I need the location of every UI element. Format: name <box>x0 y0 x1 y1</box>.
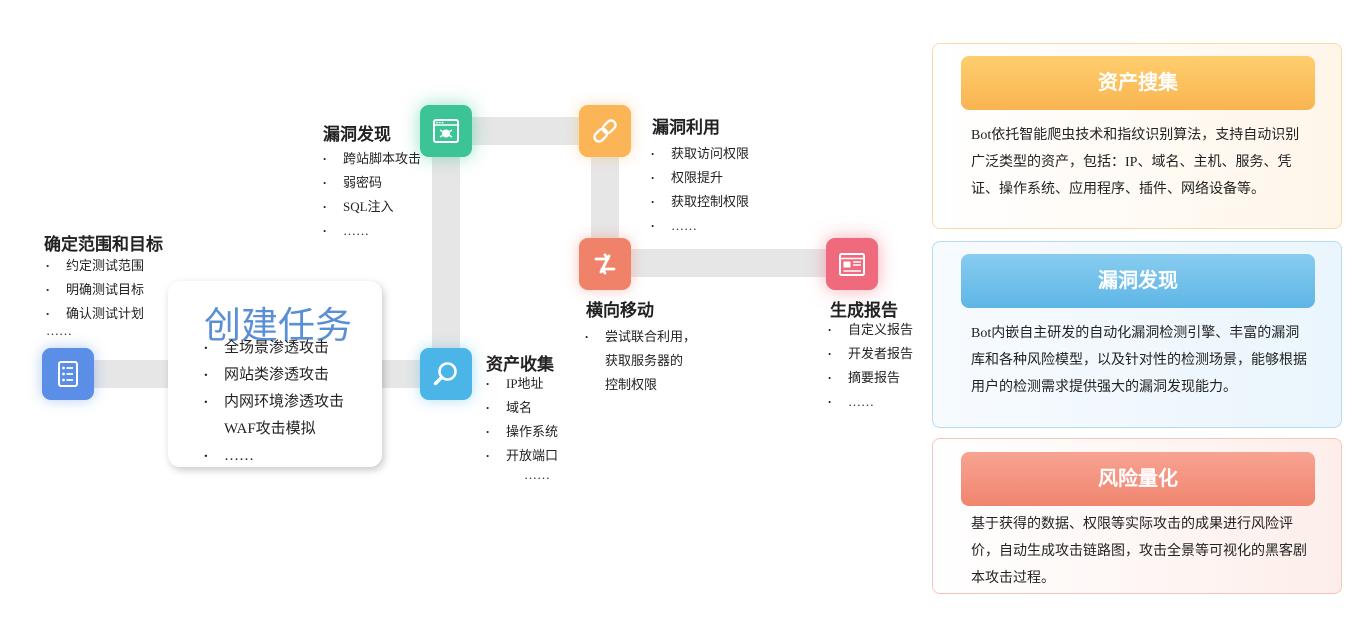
list-item: …… <box>826 387 913 414</box>
magnifier-icon <box>433 362 457 386</box>
lateral-arrows-icon <box>594 253 616 275</box>
list-item: 内网环境渗透攻击 <box>202 386 344 416</box>
exploit-title: 漏洞利用 <box>652 118 720 137</box>
list-item: SQL注入 <box>321 192 421 219</box>
lateral-list: 尝试联合利用， 获取服务器的 控制权限 <box>583 322 696 397</box>
newspaper-icon <box>839 253 865 276</box>
lateral-node[interactable] <box>579 238 631 290</box>
panel-text: Bot内嵌自主研发的自动化漏洞检测引擎、丰富的漏洞库和各种风险模型，以及针对性的… <box>971 326 1307 395</box>
connector-discovery-exploit <box>470 117 582 145</box>
scope-node[interactable] <box>42 348 94 400</box>
list-item: 控制权限 <box>605 377 658 392</box>
list-item: …… <box>649 211 749 238</box>
panel-asset-collection: 资产搜集 Bot依托智能爬虫技术和指纹识别算法，支持自动识别广泛类型的资产，包括… <box>932 43 1342 229</box>
list-item: 获取访问权限 <box>649 139 749 166</box>
list-item: 网站类渗透攻击 <box>202 359 344 389</box>
list-item: 弱密码 <box>321 168 421 195</box>
connector-scope-task <box>92 360 172 388</box>
list-item: 确认测试计划 <box>44 299 144 326</box>
list-item: IP地址 <box>484 369 558 396</box>
assets-list: IP地址 域名 操作系统 开放端口 <box>484 369 558 468</box>
list-item: 权限提升 <box>649 163 749 190</box>
report-title: 生成报告 <box>830 301 898 320</box>
bug-window-icon <box>433 119 459 143</box>
discovery-title: 漏洞发现 <box>323 125 391 144</box>
panel-text: 基于获得的数据、权限等实际攻击的成果进行风险评价，自动生成攻击链路图，攻击全景等… <box>971 517 1307 586</box>
checklist-icon <box>58 361 78 387</box>
panel-risk-quantification: 风险量化 基于获得的数据、权限等实际攻击的成果进行风险评价，自动生成攻击链路图，… <box>932 438 1342 594</box>
scope-title: 确定范围和目标 <box>44 235 163 254</box>
list-item: 域名 <box>484 393 558 420</box>
list-item: 获取服务器的 <box>605 353 684 368</box>
list-item: 操作系统 <box>484 417 558 444</box>
list-item: 获取控制权限 <box>649 187 749 214</box>
list-item: 摘要报告 <box>826 363 913 390</box>
exploit-node[interactable] <box>579 105 631 157</box>
list-item: …… <box>321 216 421 243</box>
connector-assets-discovery <box>432 150 460 350</box>
connector-lateral-report <box>630 249 828 277</box>
assets-node[interactable] <box>420 348 472 400</box>
panel-vuln-discovery: 漏洞发现 Bot内嵌自主研发的自动化漏洞检测引擎、丰富的漏洞库和各种风险模型，以… <box>932 241 1342 428</box>
exploit-list: 获取访问权限 权限提升 获取控制权限 …… <box>649 139 749 238</box>
panel-header: 漏洞发现 <box>961 254 1315 308</box>
scope-list: 约定测试范围 明确测试目标 确认测试计划 <box>44 251 144 326</box>
discovery-node[interactable] <box>420 105 472 157</box>
chain-link-icon <box>593 119 617 143</box>
panel-text: Bot依托智能爬虫技术和指纹识别算法，支持自动识别广泛类型的资产，包括：IP、域… <box>971 128 1300 197</box>
connector-task-assets <box>380 360 424 388</box>
panel-header: 资产搜集 <box>961 56 1315 110</box>
task-card[interactable]: 创建任务 全场景渗透攻击 网站类渗透攻击 内网环境渗透攻击 WAF攻击模拟 …… <box>168 281 382 467</box>
report-node[interactable] <box>826 238 878 290</box>
list-item: 全场景渗透攻击 <box>202 332 344 362</box>
list-item: 约定测试范围 <box>44 251 144 278</box>
assets-title: 资产收集 <box>486 355 554 374</box>
list-item: 明确测试目标 <box>44 275 144 302</box>
list-item: 跨站脚本攻击 <box>321 144 421 171</box>
list-item: 开放端口 <box>484 441 558 468</box>
list-item: WAF攻击模拟 <box>224 421 316 437</box>
list-item: 开发者报告 <box>826 339 913 366</box>
list-item: 尝试联合利用， <box>583 322 696 349</box>
panel-header: 风险量化 <box>961 452 1315 506</box>
list-item: …… <box>202 440 344 470</box>
scope-more: …… <box>46 323 72 338</box>
task-list: 全场景渗透攻击 网站类渗透攻击 内网环境渗透攻击 WAF攻击模拟 …… <box>202 332 344 470</box>
lateral-title: 横向移动 <box>586 301 654 320</box>
discovery-list: 跨站脚本攻击 弱密码 SQL注入 …… <box>321 144 421 243</box>
assets-more: …… <box>524 467 550 482</box>
report-list: 自定义报告 开发者报告 摘要报告 …… <box>826 315 913 414</box>
list-item: 自定义报告 <box>826 315 913 342</box>
connector-exploit-lateral <box>591 155 619 241</box>
